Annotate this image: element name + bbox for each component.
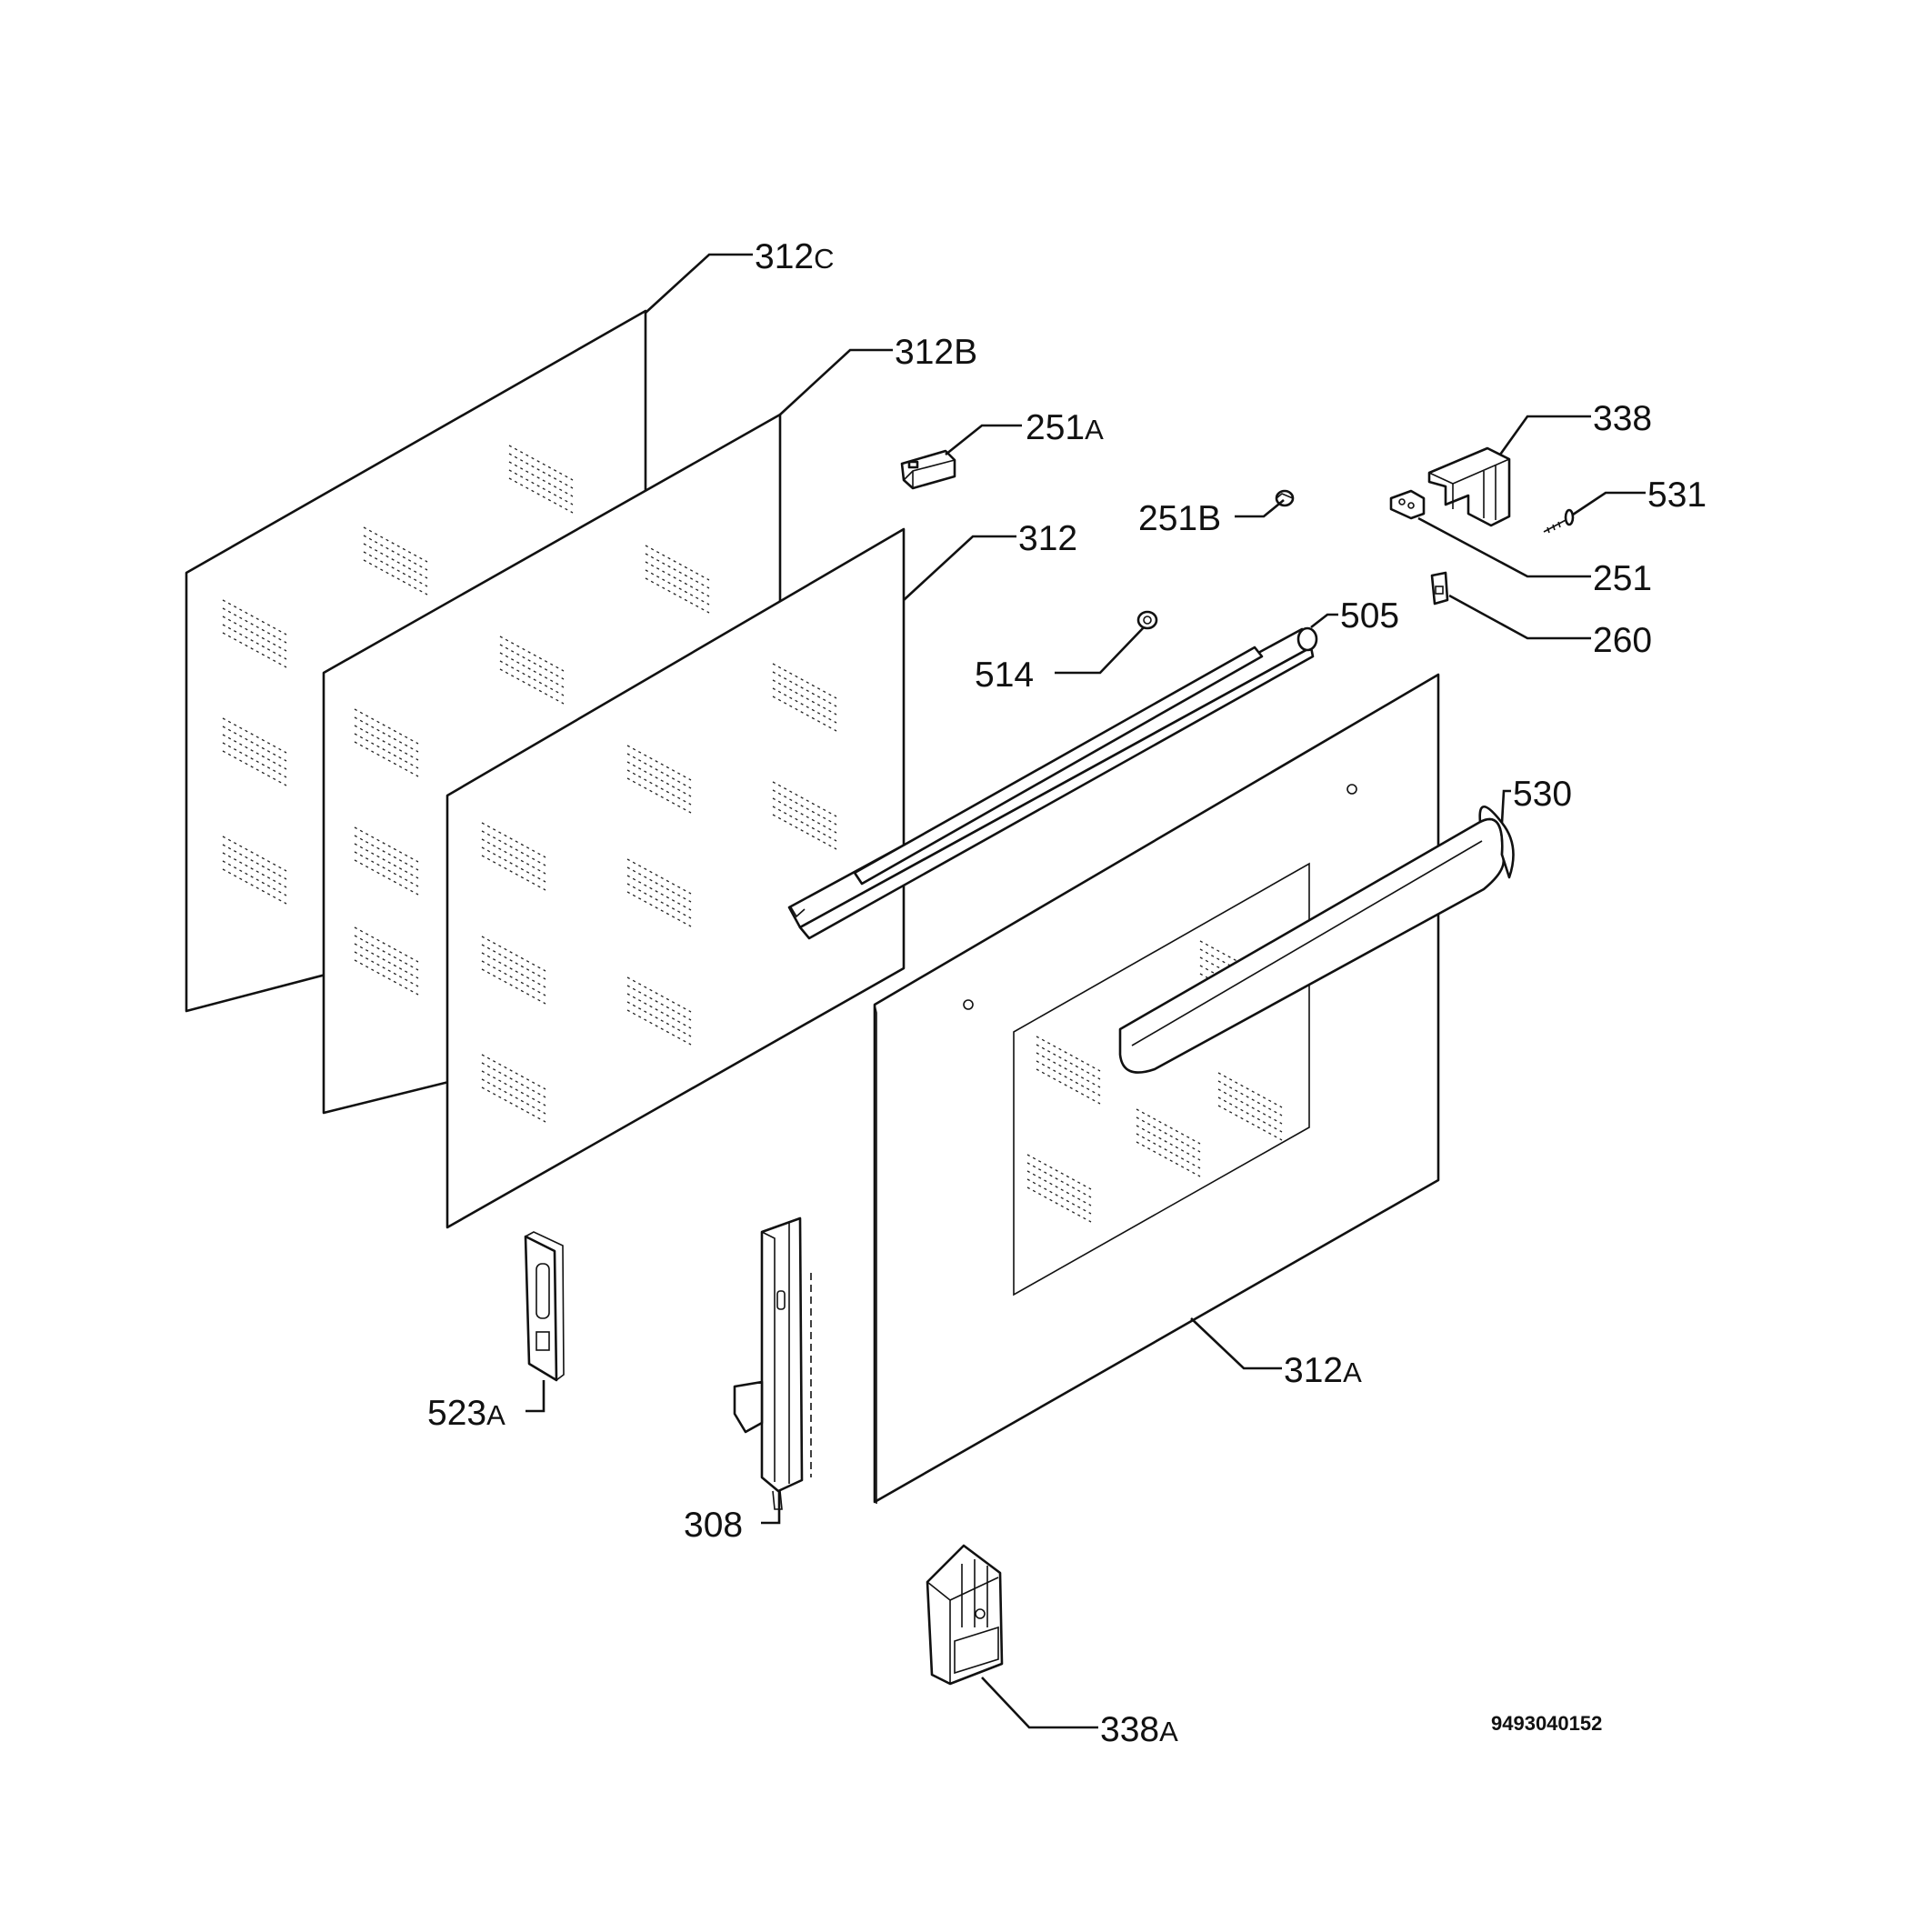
callout-531: 531 [1647, 475, 1707, 515]
door-handle-530 [1118, 805, 1515, 1074]
callout-251a: 251A [1026, 408, 1104, 447]
callout-308: 308 [684, 1506, 743, 1545]
door-top-trim-505 [787, 626, 1318, 940]
callout-338a: 338A [1100, 1710, 1178, 1749]
callout-251b: 251B [1138, 499, 1221, 538]
callout-530: 530 [1513, 775, 1572, 814]
clip-260 [1430, 571, 1449, 606]
callout-260: 260 [1593, 621, 1652, 660]
hinge-308 [733, 1216, 812, 1510]
callout-312b: 312B [895, 333, 977, 372]
end-cap-338 [1427, 446, 1511, 527]
leader-lines [526, 253, 1646, 1729]
callout-514: 514 [975, 656, 1034, 695]
callout-505: 505 [1340, 596, 1399, 636]
callout-338: 338 [1593, 399, 1652, 438]
callout-labels: 312C 312B 312 251A 251B 338 531 251 260 … [427, 237, 1707, 1749]
clip-251 [1389, 489, 1426, 520]
support-523a [524, 1231, 565, 1382]
callout-312a: 312A [1284, 1351, 1362, 1390]
end-cap-338a [926, 1544, 1004, 1686]
callout-251: 251 [1593, 559, 1652, 598]
bracket-251a [900, 449, 956, 490]
callout-312c: 312C [755, 237, 834, 276]
document-number: 9493040152 [1491, 1712, 1602, 1735]
outer-door-glass-312a [873, 673, 1440, 1504]
callout-523a: 523A [427, 1394, 506, 1433]
screw-531 [1543, 508, 1575, 534]
bush-514 [1136, 610, 1158, 630]
callout-312: 312 [1018, 519, 1077, 558]
glass-panel-312 [445, 527, 906, 1229]
